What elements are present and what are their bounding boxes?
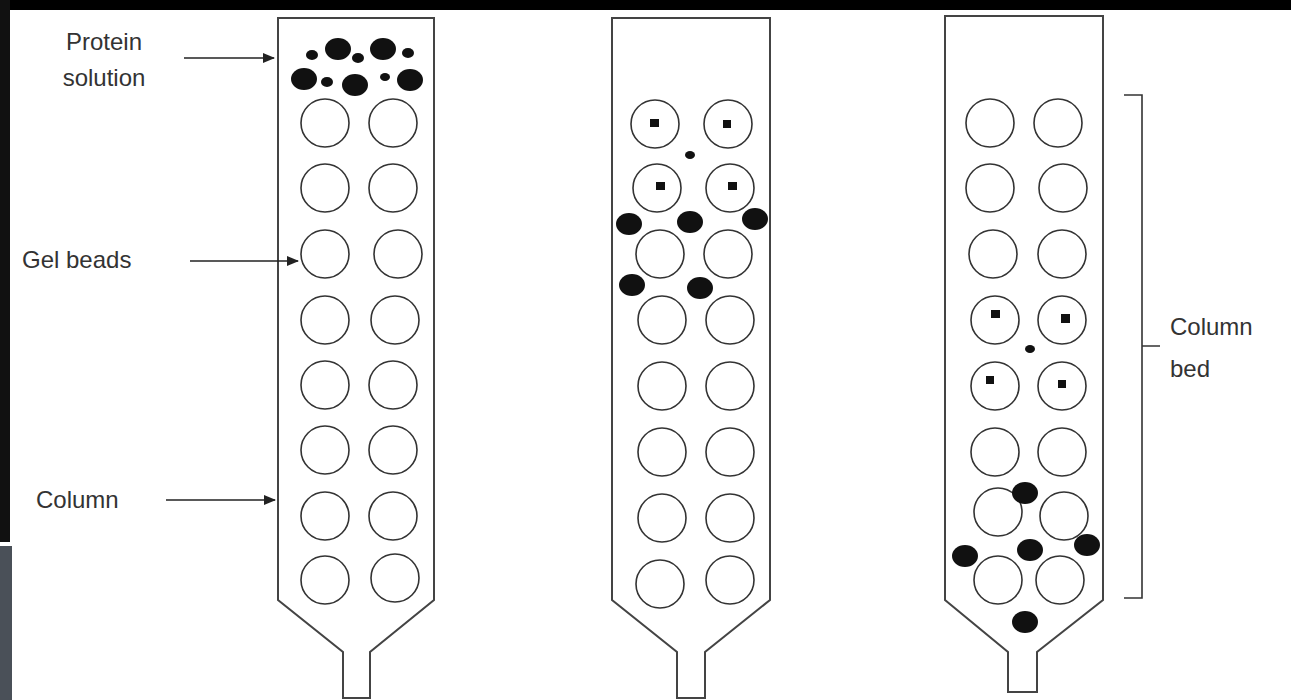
protein-small xyxy=(728,182,737,190)
gel-bead xyxy=(638,494,686,542)
gel-beads xyxy=(966,99,1088,604)
protein-molecules xyxy=(616,119,768,299)
protein-large xyxy=(616,213,642,235)
gel-bead xyxy=(966,99,1014,147)
gel-bead xyxy=(1038,296,1086,344)
gel-bead xyxy=(301,296,349,344)
gel-bead xyxy=(1040,492,1088,540)
gel-bead xyxy=(706,296,754,344)
part-label: Protein solution xyxy=(34,24,174,96)
gel-bead xyxy=(706,428,754,476)
gel-bead xyxy=(638,296,686,344)
gel-bead xyxy=(633,164,681,212)
protein-large xyxy=(952,545,978,567)
protein-large xyxy=(397,69,423,91)
column-outline xyxy=(278,18,434,698)
protein-large xyxy=(1017,539,1043,561)
gel-beads xyxy=(631,100,754,608)
protein-small xyxy=(986,376,994,384)
gel-bead xyxy=(301,361,349,409)
top-bar xyxy=(0,0,1291,10)
gel-bead xyxy=(969,230,1017,278)
gel-bead xyxy=(369,426,417,474)
protein-large xyxy=(687,277,713,299)
gel-bead xyxy=(631,100,679,148)
column-outline xyxy=(612,18,770,698)
gel-bead xyxy=(301,99,349,147)
protein-small xyxy=(1061,314,1070,323)
gel-bead xyxy=(704,230,752,278)
protein-large xyxy=(742,208,768,230)
gel-bead xyxy=(369,164,417,212)
protein-small xyxy=(723,120,731,128)
gel-bead xyxy=(704,100,752,148)
gel-bead xyxy=(1038,362,1086,410)
part-label: Column xyxy=(36,484,166,516)
gel-bead xyxy=(706,164,754,212)
protein-large xyxy=(1012,611,1038,633)
gel-bead xyxy=(971,428,1019,476)
protein-large xyxy=(325,38,351,60)
gel-bead xyxy=(1036,556,1084,604)
gel-bead xyxy=(371,296,419,344)
protein-small xyxy=(1025,345,1035,353)
bracket xyxy=(1124,95,1160,598)
side-block xyxy=(0,546,12,700)
part-label: Column bed xyxy=(1170,306,1282,390)
gel-bead xyxy=(369,492,417,540)
gel-bead xyxy=(301,492,349,540)
gel-bead xyxy=(971,362,1019,410)
gel-bead xyxy=(636,560,684,608)
protein-large xyxy=(291,68,317,90)
protein-molecules xyxy=(291,38,423,96)
protein-small xyxy=(380,73,390,81)
side-bar xyxy=(0,0,10,542)
gel-bead xyxy=(638,362,686,410)
gel-bead xyxy=(706,494,754,542)
gel-bead xyxy=(371,554,419,602)
protein-large xyxy=(677,211,703,233)
gel-bead xyxy=(301,230,349,278)
gel-bead xyxy=(1038,230,1086,278)
gel-bead xyxy=(301,164,349,212)
gel-bead xyxy=(638,428,686,476)
protein-small xyxy=(402,48,414,58)
protein-molecules xyxy=(952,310,1100,633)
leader-arrow xyxy=(166,499,275,501)
protein-large xyxy=(370,38,396,60)
gel-bead xyxy=(636,230,684,278)
protein-small xyxy=(656,182,665,190)
protein-small xyxy=(321,77,333,87)
protein-large xyxy=(1012,482,1038,504)
protein-small xyxy=(306,50,318,60)
protein-small xyxy=(685,151,695,159)
gel-bead xyxy=(369,99,417,147)
part-label: Gel beads xyxy=(22,244,192,276)
gel-bead xyxy=(1034,99,1082,147)
protein-small xyxy=(991,310,1000,318)
leader-arrow xyxy=(190,260,298,262)
gel-bead xyxy=(301,426,349,474)
protein-small xyxy=(352,53,364,63)
gel-bead xyxy=(706,362,754,410)
gel-bead xyxy=(1038,428,1086,476)
protein-small xyxy=(650,119,659,127)
gel-bead xyxy=(971,296,1019,344)
gel-bead xyxy=(706,556,754,604)
protein-small xyxy=(1058,380,1066,388)
gel-bead xyxy=(374,230,422,278)
column-outline xyxy=(945,16,1103,692)
protein-large xyxy=(619,274,645,296)
gel-bead xyxy=(301,556,349,604)
gel-bead xyxy=(966,164,1014,212)
gel-beads xyxy=(301,99,422,604)
leader-arrow xyxy=(184,57,274,59)
gel-bead xyxy=(974,556,1022,604)
gel-bead xyxy=(1039,164,1087,212)
gel-bead xyxy=(369,361,417,409)
protein-large xyxy=(342,74,368,96)
protein-large xyxy=(1074,534,1100,556)
